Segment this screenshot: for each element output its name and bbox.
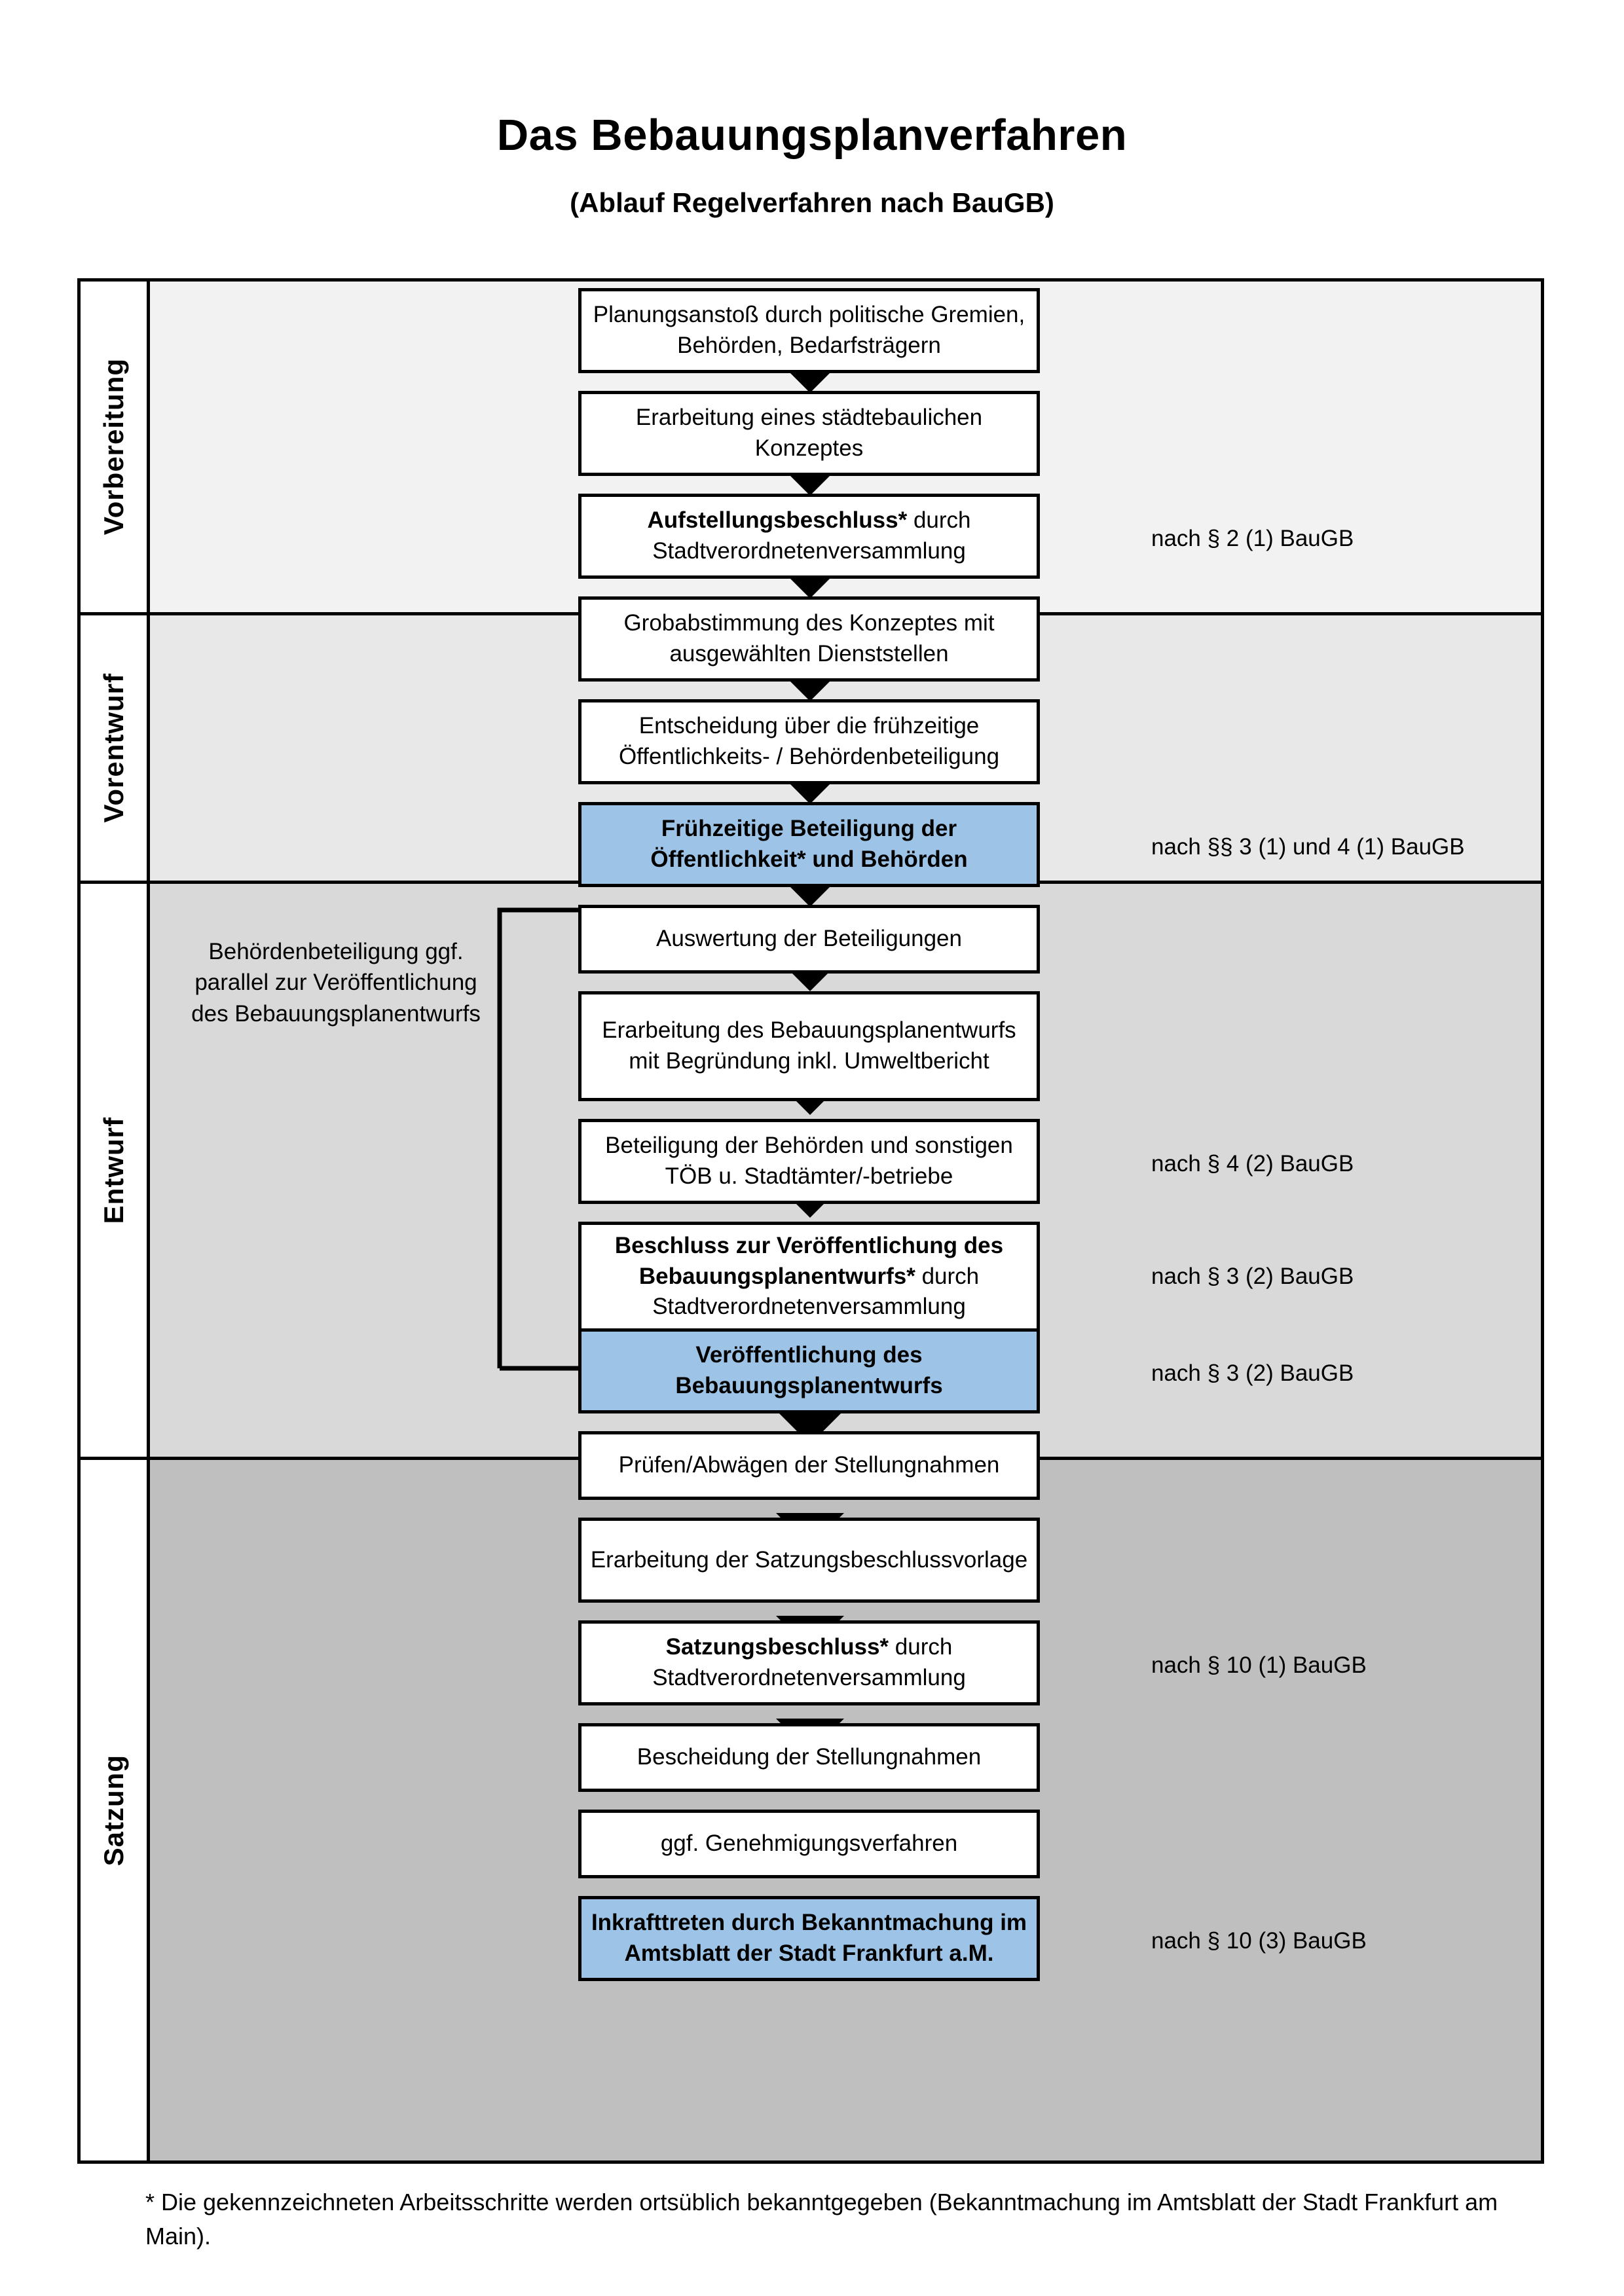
page-title: Das Bebauungsplanverfahren	[496, 111, 1128, 160]
flow-box-beschluss-veroeffentlichung[interactable]: Beschluss zur Veröffentlichung des Bebau…	[578, 1222, 1040, 1332]
phase-label-text: Entwurf	[98, 1116, 129, 1224]
flow-box-pruefen-abwaegen[interactable]: Prüfen/Abwägen der Stellungnahmen	[578, 1431, 1040, 1500]
flow-box-bold-prefix: Beschluss zur Veröffentlichung des Bebau…	[614, 1233, 1004, 1289]
legal-note-paragraph-4-2: nach § 4 (2) BauGB	[1151, 1151, 1354, 1176]
page-subtitle: (Ablauf Regelverfahren nach BauGB)	[570, 187, 1054, 218]
flow-box-staedtebauliches-konzept[interactable]: Erarbeitung eines städtebaulichen Konzep…	[578, 391, 1040, 476]
phase-label-vorentwurf: Vorentwurf	[81, 615, 150, 881]
flow-box-rest: durch Bekanntmachung im Amtsblatt der St…	[624, 1910, 1027, 1966]
legal-note-paragraph-3-2-beschluss: nach § 3 (2) BauGB	[1151, 1264, 1354, 1289]
flow-box-text: Beteiligung der Behörden und sonstigen T…	[605, 1133, 1013, 1189]
flow-box-text: Veröffentlichung des Bebauungsplanentwur…	[675, 1342, 943, 1398]
flow-box-text: Aufstellungsbeschluss* durch Stadtverord…	[588, 505, 1030, 566]
flow-box-text: Prüfen/Abwägen der Stellungnahmen	[618, 1452, 1000, 1478]
legal-note-paragraph-3-2-veroeffentlichung: nach § 3 (2) BauGB	[1151, 1360, 1354, 1386]
flowchart-frame: Vorbereitung Vorentwurf Entwurf Satzung …	[77, 278, 1544, 2164]
phase-label-entwurf: Entwurf	[81, 884, 150, 1457]
flow-box-aufstellungsbeschluss[interactable]: Aufstellungsbeschluss* durch Stadtverord…	[578, 494, 1040, 579]
flow-box-inkrafttreten[interactable]: Inkrafttreten durch Bekanntmachung im Am…	[578, 1896, 1040, 1981]
phase-label-text: Satzung	[98, 1754, 129, 1867]
flow-box-bold-prefix: Aufstellungsbeschluss*	[647, 507, 908, 534]
legal-note-paragraph-10-1: nach § 10 (1) BauGB	[1151, 1652, 1367, 1678]
flow-box-beteiligung-behoerden-toeb[interactable]: Beteiligung der Behörden und sonstigen T…	[578, 1119, 1040, 1204]
flow-box-rest: durch Stadtverordnetenversammlung	[652, 507, 971, 564]
flow-box-entscheidung-fruehzeitige-beteiligung[interactable]: Entscheidung über die frühzeitige Öffent…	[578, 699, 1040, 784]
flow-box-bold-prefix: Satzungsbeschluss*	[665, 1634, 889, 1660]
flow-box-bescheidung-stellungnahmen[interactable]: Bescheidung der Stellungnahmen	[578, 1723, 1040, 1792]
flow-box-text: Bescheidung der Stellungnahmen	[637, 1744, 982, 1770]
flow-box-satzungsbeschlussvorlage[interactable]: Erarbeitung der Satzungsbeschlussvorlage	[578, 1518, 1040, 1603]
flow-box-fruehzeitige-beteiligung[interactable]: Frühzeitige Beteiligung der Öffentlichke…	[578, 802, 1040, 887]
flow-box-text: ggf. Genehmigungsverfahren	[660, 1831, 958, 1857]
flow-box-text: Planungsanstoß durch politische Gremien,…	[593, 302, 1025, 358]
flow-box-rest: durch Stadtverordnetenversammlung	[652, 1263, 980, 1320]
legal-note-paragraph-2-1: nach § 2 (1) BauGB	[1151, 526, 1354, 551]
flow-box-rest: durch Stadtverordnetenversammlung	[652, 1634, 966, 1690]
side-note-behoerdenbeteiligung: Behördenbeteiligung ggf. parallel zur Ve…	[191, 939, 481, 1027]
flow-box-text: Grobabstimmung des Konzeptes mit ausgewä…	[623, 610, 995, 666]
phase-label-text: Vorentwurf	[98, 673, 129, 823]
flow-box-text: Erarbeitung des Bebauungsplanentwurfs mi…	[602, 1017, 1016, 1074]
flow-box-text: Beschluss zur Veröffentlichung des Bebau…	[588, 1231, 1030, 1322]
flow-box-text: Inkrafttreten durch Bekanntmachung im Am…	[588, 1908, 1030, 1969]
flow-box-text: Satzungsbeschluss* durch Stadtverordnete…	[588, 1632, 1030, 1693]
flow-box-text: Entscheidung über die frühzeitige Öffent…	[618, 713, 1000, 769]
legal-note-paragraph-10-3: nach § 10 (3) BauGB	[1151, 1928, 1367, 1954]
flow-box-bold-prefix: Inkrafttreten	[591, 1910, 726, 1936]
flow-box-auswertung-beteiligungen[interactable]: Auswertung der Beteiligungen	[578, 905, 1040, 974]
title-block: Das Bebauungsplanverfahren (Ablauf Regel…	[0, 111, 1624, 219]
phase-label-vorbereitung: Vorbereitung	[81, 282, 150, 612]
flow-box-veroeffentlichung-bebauungsplanentwurf[interactable]: Veröffentlichung des Bebauungsplanentwur…	[578, 1328, 1040, 1413]
flow-box-genehmigungsverfahren[interactable]: ggf. Genehmigungsverfahren	[578, 1810, 1040, 1878]
legal-note-paragraph-3-1-4-1: nach §§ 3 (1) und 4 (1) BauGB	[1151, 834, 1465, 860]
flow-box-text: Erarbeitung der Satzungsbeschlussvorlage	[590, 1546, 1028, 1573]
flow-box-satzungsbeschluss[interactable]: Satzungsbeschluss* durch Stadtverordnete…	[578, 1620, 1040, 1705]
flow-box-text: Frühzeitige Beteiligung der Öffentlichke…	[650, 816, 968, 872]
phase-label-satzung: Satzung	[81, 1460, 150, 2160]
footnote: * Die gekennzeichneten Arbeitsschritte w…	[145, 2189, 1498, 2250]
phase-label-text: Vorbereitung	[98, 358, 129, 536]
flow-box-text: Erarbeitung eines städtebaulichen Konzep…	[635, 405, 983, 461]
flow-box-text: Auswertung der Beteiligungen	[656, 926, 962, 952]
flow-box-erarbeitung-bebauungsplanentwurf[interactable]: Erarbeitung des Bebauungsplanentwurfs mi…	[578, 991, 1040, 1101]
flow-box-planungsanstoss[interactable]: Planungsanstoß durch politische Gremien,…	[578, 288, 1040, 373]
flow-box-grobabstimmung[interactable]: Grobabstimmung des Konzeptes mit ausgewä…	[578, 596, 1040, 682]
